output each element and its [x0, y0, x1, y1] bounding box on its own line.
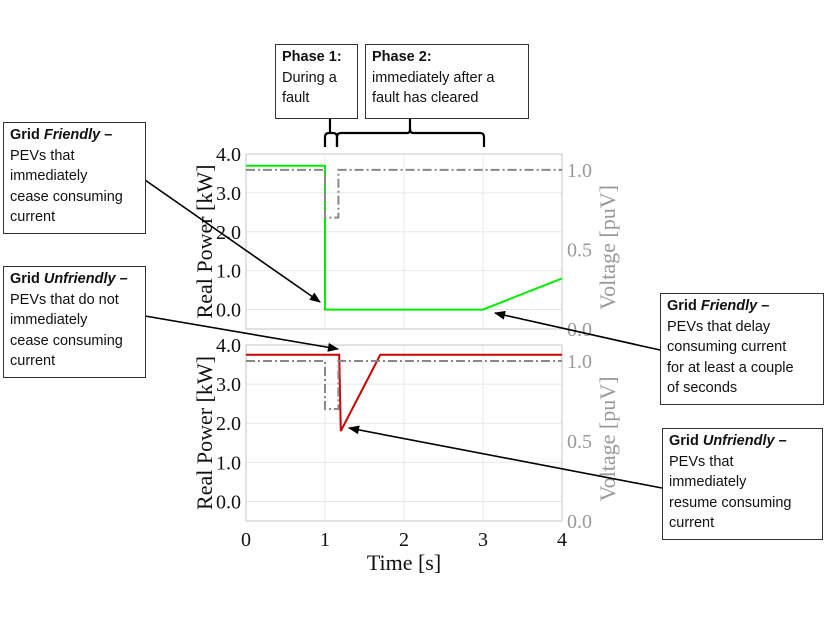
y-tick-label: 1.0 — [216, 261, 241, 283]
y-tick-label: 3.0 — [216, 183, 241, 205]
callout-line: PEVs that — [669, 453, 734, 470]
y-tick-label: 3.0 — [216, 374, 241, 396]
y2-axis-label: Voltage [puV] — [595, 185, 620, 310]
callout-emph: Unfriendly — [702, 433, 775, 449]
y2-axis-label: Voltage [puV] — [595, 377, 620, 502]
callout-prefix: Grid — [667, 298, 701, 314]
phase2-line: fault has cleared — [372, 90, 479, 106]
callout-heading: Grid Friendly – — [667, 296, 817, 317]
callout-line: PEVs that delay — [667, 318, 771, 335]
y2-tick-label: 0.0 — [567, 319, 592, 341]
callout-prefix: Grid — [669, 433, 703, 449]
y-tick-label: 4.0 — [216, 144, 241, 166]
left-top-callout: Grid Friendly – PEVs that immediately ce… — [3, 122, 146, 234]
arrow-left-top — [144, 179, 321, 303]
phase2-title: Phase 2: — [372, 49, 432, 65]
callout-line: cease consuming — [10, 188, 123, 205]
y-axis-label: Real Power [kW] — [192, 356, 217, 510]
y2-tick-label: 0.5 — [567, 431, 592, 453]
phase1-bracket — [323, 118, 339, 147]
callout-emph: Friendly — [43, 127, 101, 143]
callout-line: immediately — [669, 474, 747, 490]
callout-suffix: – — [100, 127, 113, 143]
y2-tick-label: 1.0 — [567, 160, 592, 182]
callout-line: immediately — [10, 312, 88, 328]
callout-line: consuming current — [667, 339, 787, 355]
y2-tick-label: 0.0 — [567, 511, 592, 533]
callout-line: immediately — [10, 168, 88, 184]
right-bottom-callout: Grid Unfriendly – PEVs that immediately … — [662, 428, 823, 540]
phase2-line: immediately after a — [372, 69, 495, 86]
y-tick-label: 0.0 — [216, 300, 241, 322]
callout-line: PEVs that do not — [10, 291, 119, 308]
callout-suffix: – — [115, 271, 128, 287]
callout-line: resume consuming — [669, 494, 792, 511]
callout-heading: Grid Unfriendly – — [669, 431, 816, 452]
x-tick-label: 3 — [478, 529, 488, 551]
callout-line: of seconds — [667, 380, 738, 396]
left-bottom-callout: Grid Unfriendly – PEVs that do not immed… — [3, 266, 146, 378]
arrow-left-bottom — [144, 315, 340, 352]
y2-tick-label: 0.5 — [567, 239, 592, 261]
phase1-line: fault — [282, 90, 310, 106]
y-tick-label: 0.0 — [216, 491, 241, 513]
phase2-bracket — [335, 118, 486, 147]
callout-emph: Friendly — [700, 298, 758, 314]
power-series-line — [246, 353, 562, 432]
callout-line: current — [10, 209, 56, 225]
callout-heading: Grid Friendly – — [10, 125, 139, 146]
y-tick-label: 2.0 — [216, 222, 241, 244]
x-tick-label: 1 — [320, 529, 330, 551]
callout-line: cease consuming — [10, 332, 123, 349]
y2-tick-label: 1.0 — [567, 351, 592, 373]
callout-line: for at least a couple — [667, 359, 794, 376]
phase2-box: Phase 2: immediately after a fault has c… — [365, 44, 529, 119]
y-axis-label: Real Power [kW] — [192, 165, 217, 319]
callout-line: current — [669, 515, 715, 531]
x-tick-label: 2 — [399, 529, 409, 551]
callout-line: current — [10, 353, 56, 369]
phase1-title: Phase 1: — [282, 49, 342, 65]
callout-emph: Unfriendly — [43, 271, 116, 287]
x-tick-label: 4 — [557, 529, 567, 551]
callout-heading: Grid Unfriendly – — [10, 269, 139, 290]
plot-frame — [245, 153, 563, 330]
plot-frame — [245, 344, 563, 522]
arrow-right-bottom — [347, 425, 663, 489]
callout-suffix: – — [757, 298, 770, 314]
callout-prefix: Grid — [10, 271, 44, 287]
voltage-series-line — [246, 360, 562, 410]
arrow-right-top — [493, 310, 661, 351]
right-top-callout: Grid Friendly – PEVs that delay consumin… — [660, 293, 824, 405]
x-axis-label: Time [s] — [367, 550, 441, 575]
callout-prefix: Grid — [10, 127, 44, 143]
y-tick-label: 1.0 — [216, 452, 241, 474]
x-tick-label: 0 — [241, 529, 251, 551]
callout-line: PEVs that — [10, 147, 75, 164]
phase1-line: During a — [282, 69, 337, 86]
phase1-box: Phase 1: During a fault — [275, 44, 358, 119]
y-tick-label: 2.0 — [216, 413, 241, 435]
voltage-series-line — [246, 168, 562, 219]
annotation-arrows — [144, 179, 663, 489]
callout-suffix: – — [774, 433, 787, 449]
bottom-panel: 0.0 1.0 2.0 3.0 4.0 0.0 0.5 1.0 0 1 2 3 4 Real Power … — [192, 335, 620, 575]
phase-brackets — [323, 118, 486, 147]
y-tick-label: 4.0 — [216, 335, 241, 357]
power-series-line — [246, 164, 563, 311]
